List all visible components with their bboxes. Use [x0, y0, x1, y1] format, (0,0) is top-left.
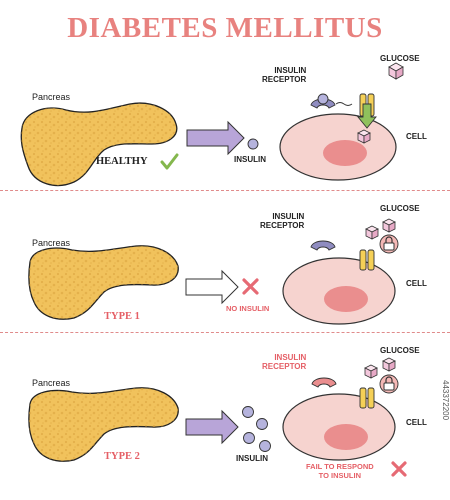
cell-nucleus [323, 140, 367, 166]
arrow-icon [186, 120, 245, 156]
no-insulin-label: NO INSULIN [226, 304, 270, 313]
pancreas-label: Pancreas [32, 238, 71, 248]
insulin-molecule [256, 418, 268, 430]
cell-label: CELL [406, 279, 427, 288]
insulin-molecule [242, 406, 254, 418]
glucose-label: GLUCOSE [380, 204, 420, 213]
cross-icon [242, 278, 259, 295]
cross-icon [391, 461, 407, 477]
glucose-label: GLUCOSE [380, 346, 420, 355]
pancreas-label: Pancreas [32, 378, 71, 388]
glucose-cube-icon [382, 357, 396, 372]
insulin-receptor [310, 240, 336, 251]
cell-nucleus [324, 286, 368, 312]
pancreas-label: Pancreas [32, 92, 71, 102]
insulin-molecule [259, 440, 271, 452]
arrow-icon [185, 269, 239, 305]
panel-healthy [20, 62, 404, 187]
panel-type2 [28, 357, 407, 477]
receptor-label: INSULIN RECEPTOR [260, 212, 305, 230]
glucose-channel [359, 387, 367, 409]
insulin-molecule [247, 138, 259, 150]
glucose-cube-icon [364, 364, 378, 379]
insulin-label: INSULIN [234, 155, 266, 164]
panel-type1 [28, 218, 399, 325]
receptor-label: INSULIN RECEPTOR [262, 66, 307, 84]
stock-id-watermark: 443372200 [441, 380, 450, 421]
panel-divider [0, 332, 450, 333]
check-icon [160, 153, 179, 170]
panel-divider [0, 190, 450, 191]
glucose-channel [359, 249, 367, 271]
fail-to-respond-label: FAIL TO RESPOND TO INSULIN [306, 462, 374, 480]
receptor-label: INSULIN RECEPTOR [262, 353, 307, 371]
cell-label: CELL [406, 418, 427, 427]
glucose-cube-icon [388, 62, 404, 80]
stage-label-healthy: HEALTHY [96, 156, 148, 167]
glucose-cube-icon [365, 225, 379, 240]
lock-icon [379, 234, 399, 254]
insulin-receptor [311, 377, 337, 388]
page-title: DIABETES MELLITUS [67, 12, 383, 44]
lock-icon [379, 374, 399, 394]
cell-nucleus [324, 424, 368, 450]
glucose-cube-icon [357, 129, 371, 144]
glucose-cube-icon [382, 218, 396, 233]
glucose-label: GLUCOSE [380, 54, 420, 63]
insulin-molecule [243, 432, 255, 444]
insulin-bound [317, 93, 329, 105]
stage-label-type2: TYPE 2 [104, 451, 140, 462]
uptake-arrow [357, 103, 377, 129]
insulin-label: INSULIN [236, 454, 268, 463]
arrow-icon [185, 409, 239, 445]
cell-label: CELL [406, 132, 427, 141]
stage-label-type1: TYPE 1 [104, 311, 140, 322]
